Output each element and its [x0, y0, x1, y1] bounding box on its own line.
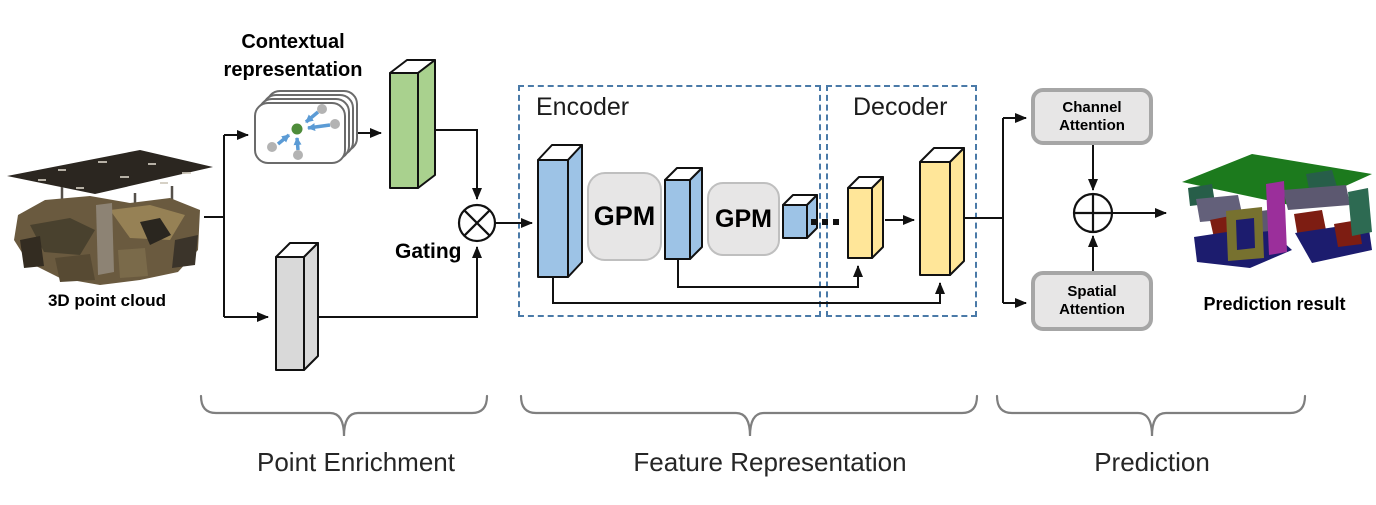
- edge-green-to-gating: [435, 129, 482, 200]
- gating-label: Gating: [395, 240, 462, 263]
- encoder-box: Encoder: [518, 85, 821, 317]
- contextual-feature-bar: [389, 59, 436, 189]
- contextual-representation-icon: [254, 90, 358, 164]
- decoder-box: Decoder: [826, 85, 977, 317]
- center-point: [291, 123, 303, 135]
- contextual-representation-label-line1: Contextual: [241, 31, 345, 53]
- stage-label-point-enrichment: Point Enrichment: [257, 447, 455, 477]
- spatial-attention-line1: Spatial: [1067, 283, 1117, 300]
- input-point-cloud-image: [7, 150, 213, 285]
- neighbor-point: [317, 104, 327, 114]
- neighbor-point: [293, 150, 303, 160]
- gpm-module-2-label: GPM: [715, 204, 772, 233]
- input-caption: 3D point cloud: [47, 291, 167, 310]
- brace-point-enrichment: [199, 394, 489, 437]
- spatial-attention-box: Spatial Attention: [1031, 271, 1153, 331]
- brace-prediction: [995, 394, 1307, 437]
- ceiling-specks: [38, 161, 191, 189]
- neighbor-point: [330, 119, 340, 129]
- brace-feature-representation: [519, 394, 979, 437]
- raw-feature-bar: [275, 242, 319, 371]
- prediction-result-image: [1182, 154, 1372, 268]
- stage-label-feature-representation: Feature Representation: [633, 447, 907, 477]
- stage-label-prediction: Prediction: [1094, 447, 1210, 477]
- spatial-attention-line2: Attention: [1059, 301, 1125, 318]
- fusion-add-icon: [1072, 192, 1114, 234]
- gpm-module-2: GPM: [707, 182, 780, 256]
- neighbor-point: [267, 142, 277, 152]
- channel-attention-box: Channel Attention: [1031, 88, 1153, 145]
- contextual-representation-label-line2: representation: [223, 59, 363, 81]
- gating-multiply-icon: [457, 203, 497, 243]
- prediction-result-caption: Prediction result: [1203, 294, 1346, 314]
- gpm-module-1: GPM: [587, 172, 662, 261]
- channel-attention-line1: Channel: [1062, 98, 1122, 116]
- channel-attention-line2: Attention: [1059, 116, 1125, 134]
- decoder-title: Decoder: [853, 93, 948, 121]
- encoder-title: Encoder: [536, 93, 630, 121]
- gpm-module-1-label: GPM: [593, 201, 656, 231]
